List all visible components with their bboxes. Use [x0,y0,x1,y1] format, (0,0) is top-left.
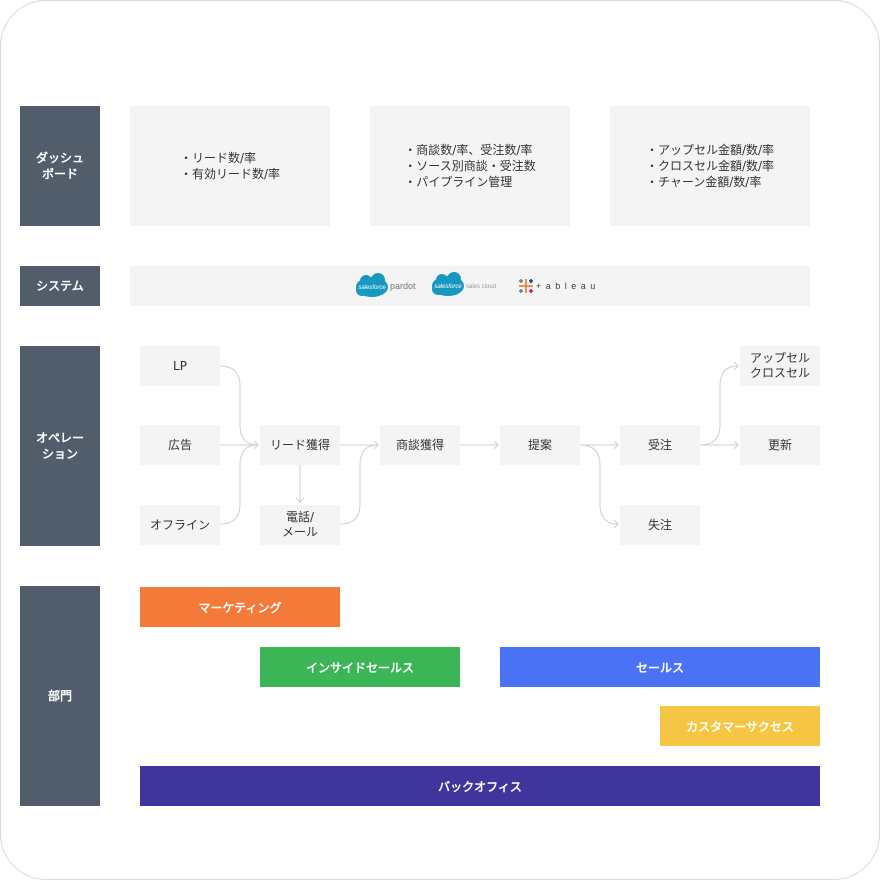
node-ad: 広告 [140,425,220,465]
sales-cloud-label: sales cloud [466,284,496,290]
dept-back-office: バックオフィス [140,766,820,806]
dashboard-metric: 商談数/率、受注数/率 [404,142,535,158]
node-proposal: 提案 [500,425,580,465]
arrow-head [373,440,379,450]
arrow-head [253,440,259,450]
dept-marketing: マーケティング [140,587,340,627]
dashboard-metric: クロスセル金額/数/率 [646,158,774,174]
salesforce-cloud-icon: salesforce [432,272,464,296]
arrow-head [295,497,305,503]
node-lp: LP [140,346,220,386]
node-upsell-crosssell: アップセル クロスセル [740,346,820,386]
salesforce-badge-text: salesforce [434,284,462,290]
system-bar: salesforce pardot salesforce sales cloud… [130,266,810,306]
connector-line [699,365,739,446]
dashboard-customer-box: アップセル金額/数/率 クロスセル金額/数/率 チャーン金額/数/率 [610,106,810,226]
arrow-head [613,440,619,450]
salesforce-badge-text: salesforce [358,285,386,291]
dept-inside-sales: インサイドセールス [260,647,460,687]
dashboard-metric: パイプライン管理 [404,174,535,190]
arrow-head [733,361,739,371]
connector-line [339,444,379,525]
dashboard-metric: リード数/率 [180,150,280,166]
arrow-head [733,440,739,450]
node-lead-acquisition: リード獲得 [260,425,340,465]
dashboard-marketing-box: リード数/率 有効リード数/率 [130,106,330,226]
dashboard-metric: アップセル金額/数/率 [646,142,774,158]
salesforce-cloud-icon: salesforce [356,273,388,297]
arrow-head [613,519,619,529]
connector-line [219,444,259,525]
node-renewal: 更新 [740,425,820,465]
pardot-label: pardot [390,281,416,291]
dashboard-sales-box: 商談数/率、受注数/率 ソース別商談・受注数 パイプライン管理 [370,106,570,226]
node-call-email: 電話/ メール [260,505,340,545]
node-offline: オフライン [140,505,220,545]
dept-customer-success: カスタマーサクセス [660,706,820,746]
dept-sales: セールス [500,647,820,687]
arrow-head [493,440,499,450]
connector-line [579,444,619,525]
dashboard-metric: ソース別商談・受注数 [404,158,535,174]
tableau-cross-icon [519,279,533,293]
row-label-system: システム [20,266,100,306]
row-label-dashboard: ダッシュ ボード [20,106,100,226]
tableau-label: + a b l e a u [536,281,596,291]
dashboard-metric: 有効リード数/率 [180,166,280,182]
connector-line [219,365,259,446]
node-won: 受注 [620,425,700,465]
dashboard-metric: チャーン金額/数/率 [646,174,774,190]
node-deal-acquisition: 商談獲得 [380,425,460,465]
row-label-operation: オペレー ション [20,346,100,546]
node-lost: 失注 [620,505,700,545]
system-logos: salesforce pardot salesforce sales cloud… [356,272,596,297]
row-label-department: 部門 [20,586,100,806]
